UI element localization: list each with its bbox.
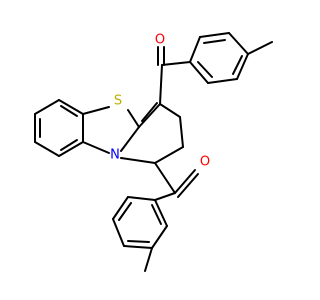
dihydropyridine-ring	[120, 102, 184, 164]
thiazole-ring	[82, 106, 140, 154]
benzene-ring-left	[34, 99, 84, 157]
oxygen-atom-label-bottom: O	[200, 155, 210, 170]
bonds	[34, 32, 273, 272]
atom-labels: S N O O	[110, 33, 210, 170]
nitrogen-atom-label: N	[110, 148, 120, 163]
tolyl-ring-bottom	[112, 196, 168, 272]
tolyl-ring-top	[189, 32, 273, 84]
carbonyl-top	[157, 46, 191, 105]
chemical-structure-diagram: S N O O	[34, 32, 273, 272]
oxygen-atom-label-top: O	[155, 33, 165, 48]
carbonyl-bottom	[154, 162, 199, 201]
sulfur-atom-label: S	[114, 94, 122, 109]
